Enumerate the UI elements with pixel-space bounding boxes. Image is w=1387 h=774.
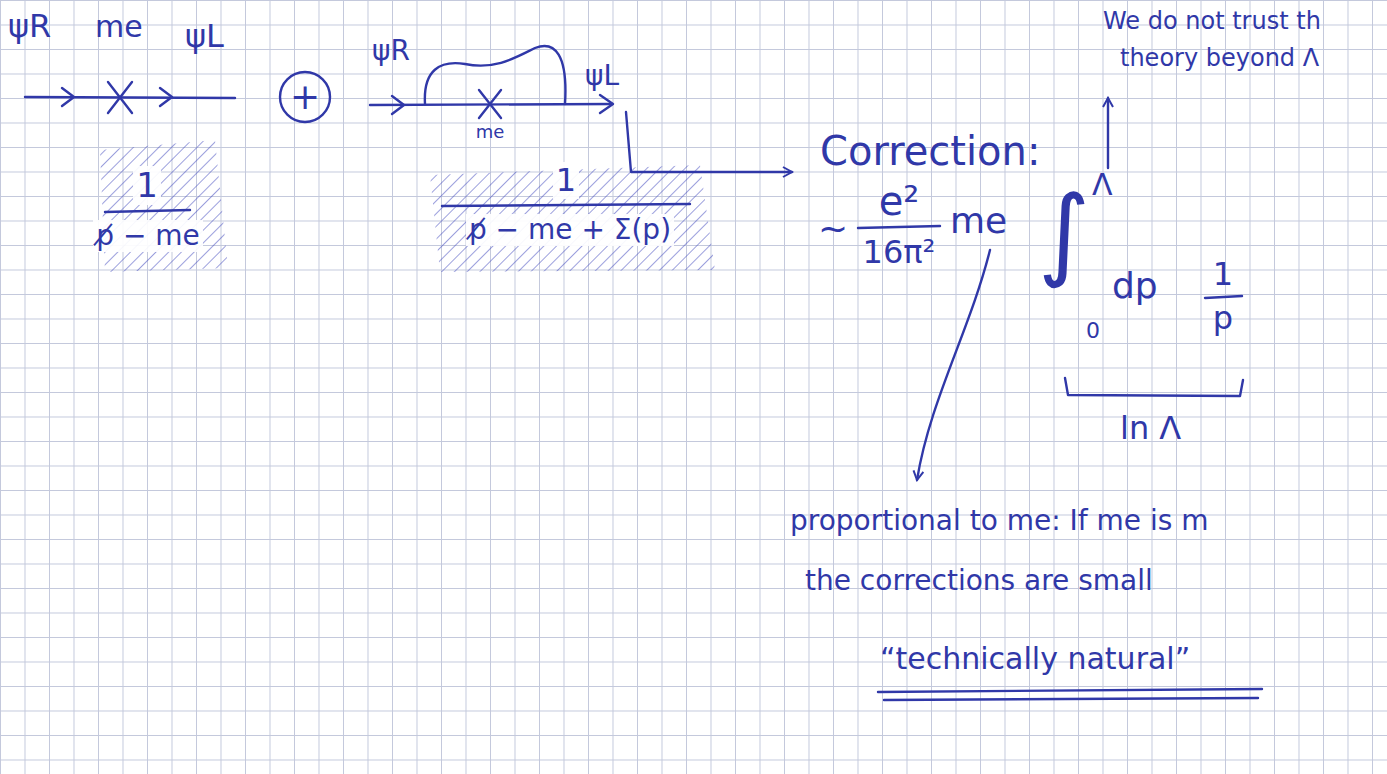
denominator: p	[1213, 300, 1233, 337]
field-label: ψR	[8, 8, 51, 45]
mass-insertion	[108, 82, 132, 113]
mass-label: me	[950, 200, 1007, 241]
mass-insertion	[479, 90, 501, 118]
leader-arrow	[1107, 98, 1109, 168]
denominator: 16π²	[863, 234, 936, 271]
limit-label: 0	[1086, 318, 1100, 343]
operator-symbol: +	[277, 69, 333, 125]
circled-plus: +	[277, 69, 333, 125]
arrow-chevron	[160, 88, 172, 106]
leader-arrow	[917, 250, 990, 480]
denominator: p̸ − me	[93, 220, 203, 252]
fraction-bar	[442, 204, 690, 206]
integral-sign: ∫	[1038, 175, 1090, 290]
arrow-chevron	[600, 95, 613, 113]
mass-label: me	[476, 122, 505, 143]
fraction-bar	[105, 210, 190, 212]
numerator: e²	[879, 178, 920, 224]
numerator: 1	[1213, 256, 1233, 293]
note-text: the corrections are small	[805, 565, 1153, 597]
note-text: theory beyond Λ	[1120, 45, 1319, 73]
underline	[884, 698, 1258, 700]
math-symbol: ~	[818, 208, 848, 249]
fraction-bar	[1205, 296, 1242, 298]
leader-arrow	[626, 112, 792, 172]
mass-label: me	[95, 10, 143, 45]
note-text: We do not trust th	[1103, 8, 1321, 36]
denominator: p̸ − me + Σ(p)	[466, 214, 674, 246]
note-text: proportional to me: If me is m	[790, 505, 1209, 537]
result-label: ln Λ	[1120, 410, 1181, 447]
heading-text: Correction:	[820, 128, 1040, 174]
field-label: ψL	[185, 18, 224, 55]
numerator: 1	[133, 166, 161, 205]
numerator: 1	[553, 162, 579, 199]
field-label: ψR	[372, 35, 410, 67]
arrow-chevron	[62, 88, 74, 106]
field-label: ψL	[585, 60, 619, 92]
photon-loop	[425, 46, 566, 104]
math-term: dp	[1112, 265, 1158, 306]
hatching	[100, 140, 228, 272]
limit-label: Λ	[1092, 168, 1113, 203]
arrow-chevron	[392, 96, 404, 114]
fraction-bar	[858, 226, 940, 228]
fermion-line	[25, 97, 235, 98]
underline	[878, 689, 1262, 692]
emphasis-text: “technically natural”	[880, 642, 1190, 677]
underbrace	[1065, 378, 1243, 396]
